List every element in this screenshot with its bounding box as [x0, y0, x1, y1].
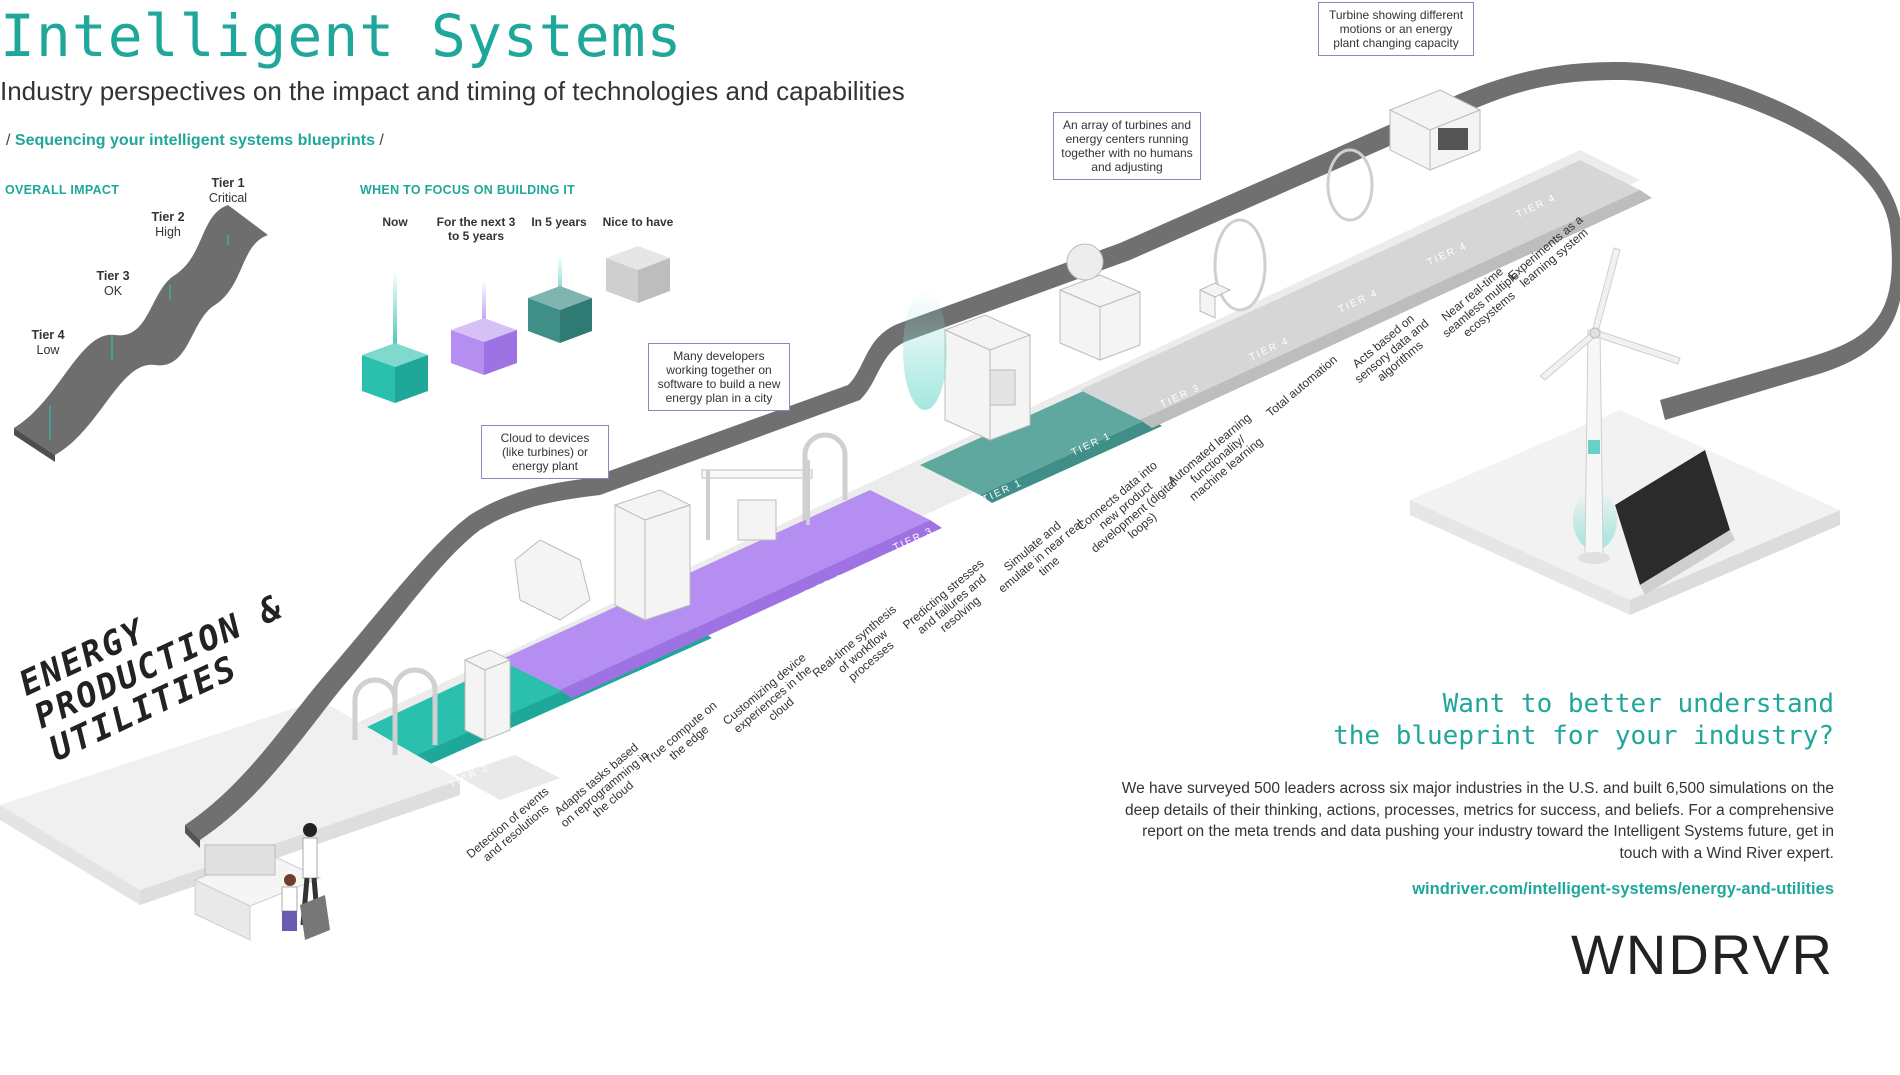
page-subtitle: Industry perspectives on the impact and … — [0, 76, 905, 106]
focus-now-label: Now — [382, 215, 408, 229]
breadcrumb-link[interactable]: Sequencing your intelligent systems blue… — [14, 132, 375, 149]
control-desk — [193, 823, 330, 941]
conveyor-ribbon — [185, 62, 1900, 848]
callout-turbine-motions: Turbine showing different motions or an … — [1318, 2, 1474, 56]
cta-heading-line2: the blueprint for your industry? — [1333, 721, 1834, 751]
breadcrumb-suffix: / — [374, 132, 384, 149]
overall-impact-heading: OVERALL IMPACT — [5, 183, 120, 197]
machines — [352, 89, 1482, 755]
callout-turbine-array: An array of turbines and energy centers … — [1053, 112, 1201, 180]
breadcrumb: / Sequencing your intelligent systems bl… — [6, 132, 384, 150]
focus-nice-label: Nice to have — [602, 215, 674, 229]
cta-heading-line1: Want to better understand — [1442, 689, 1834, 719]
cta-url-link[interactable]: windriver.com/intelligent-systems/energy… — [1412, 880, 1834, 898]
page-title: Intelligent Systems — [0, 2, 683, 70]
cta-body: We have surveyed 500 leaders across six … — [1121, 780, 1834, 862]
breadcrumb-prefix: / — [6, 132, 15, 149]
impact-tier-2-level: High — [155, 225, 181, 239]
impact-tier-1-name: Tier 1 — [211, 176, 245, 190]
impact-ribbon — [14, 205, 268, 462]
focus-heading: WHEN TO FOCUS ON BUILDING IT — [360, 183, 576, 197]
impact-tier-4-name: Tier 4 — [31, 328, 65, 342]
brand-logo: WNDRVR — [1571, 923, 1834, 986]
impact-tier-4-level: Low — [36, 343, 60, 357]
impact-tier-3-name: Tier 3 — [96, 269, 130, 283]
wind-turbine — [1539, 247, 1735, 595]
focus-cubes — [362, 246, 670, 403]
focus-5years-label: In 5 years — [531, 215, 587, 229]
impact-tier-2-name: Tier 2 — [151, 210, 185, 224]
impact-tier-3-level: OK — [103, 284, 123, 298]
focus-3to5-label: For the next 3 to 5 years — [436, 215, 516, 243]
impact-tier-1-level: Critical — [208, 191, 248, 205]
callout-cloud-to-devices: Cloud to devices (like turbines) or ener… — [481, 425, 609, 479]
floor-slabs — [0, 150, 1840, 905]
callout-many-developers: Many developers working together on soft… — [648, 343, 790, 411]
